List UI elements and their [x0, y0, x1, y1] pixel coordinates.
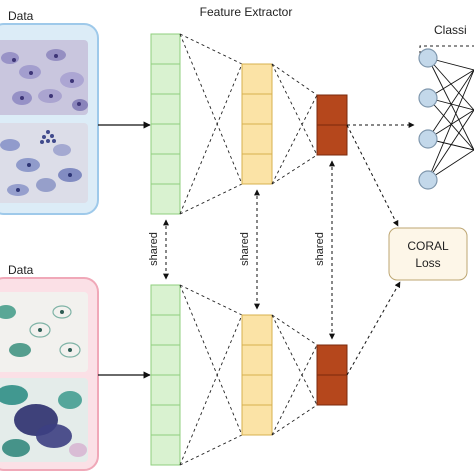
source-connections-2-3: [271, 63, 318, 185]
classifier-label: Classi: [434, 23, 467, 37]
shared-link-layer-2: shared: [239, 189, 260, 310]
source-data-label: Data: [8, 9, 34, 23]
coral-loss-box: CORAL Loss: [388, 227, 468, 281]
source-to-coral-arrow: [346, 124, 399, 227]
classifier-connections: [427, 57, 474, 181]
source-connections-1-2: [179, 33, 243, 215]
coral-loss-label: Loss: [415, 256, 440, 270]
target-layer-2: [241, 314, 273, 436]
target-data-panel: Data: [0, 263, 99, 471]
target-layer-3: [316, 344, 348, 406]
shared-label-1: shared: [148, 232, 160, 266]
target-layer-1: [150, 284, 181, 466]
source-image-1: [0, 40, 88, 115]
shared-link-layer-3: shared: [314, 160, 335, 340]
classifier-neuron-2: [418, 88, 438, 108]
target-feature-extractor: [150, 284, 348, 466]
shared-label-3: shared: [314, 232, 326, 266]
target-data-label: Data: [8, 263, 34, 277]
target-to-coral-arrow: [346, 281, 401, 376]
source-layer-2: [241, 63, 273, 185]
shared-label-2: shared: [239, 232, 251, 266]
target-image-2: [0, 378, 88, 462]
target-image-1: [0, 292, 88, 372]
classifier-neuron-1: [418, 48, 438, 68]
source-image-2: [0, 123, 88, 203]
coral-label: CORAL: [407, 239, 449, 253]
source-layer-3: [316, 94, 348, 156]
shared-link-layer-1: shared: [148, 219, 169, 280]
classifier: Classi: [418, 23, 474, 190]
classifier-neuron-3: [418, 129, 438, 149]
source-layer-1: [150, 33, 181, 215]
source-feature-extractor: [150, 33, 348, 215]
source-data-panel: Data: [0, 9, 99, 215]
target-connections-1-2: [179, 284, 243, 466]
target-connections-2-3: [271, 314, 318, 436]
classifier-neuron-4: [418, 170, 438, 190]
classifier-bracket: [419, 45, 474, 54]
title-label: Feature Extractor: [200, 5, 293, 19]
coral-loss-bg: [388, 227, 468, 281]
